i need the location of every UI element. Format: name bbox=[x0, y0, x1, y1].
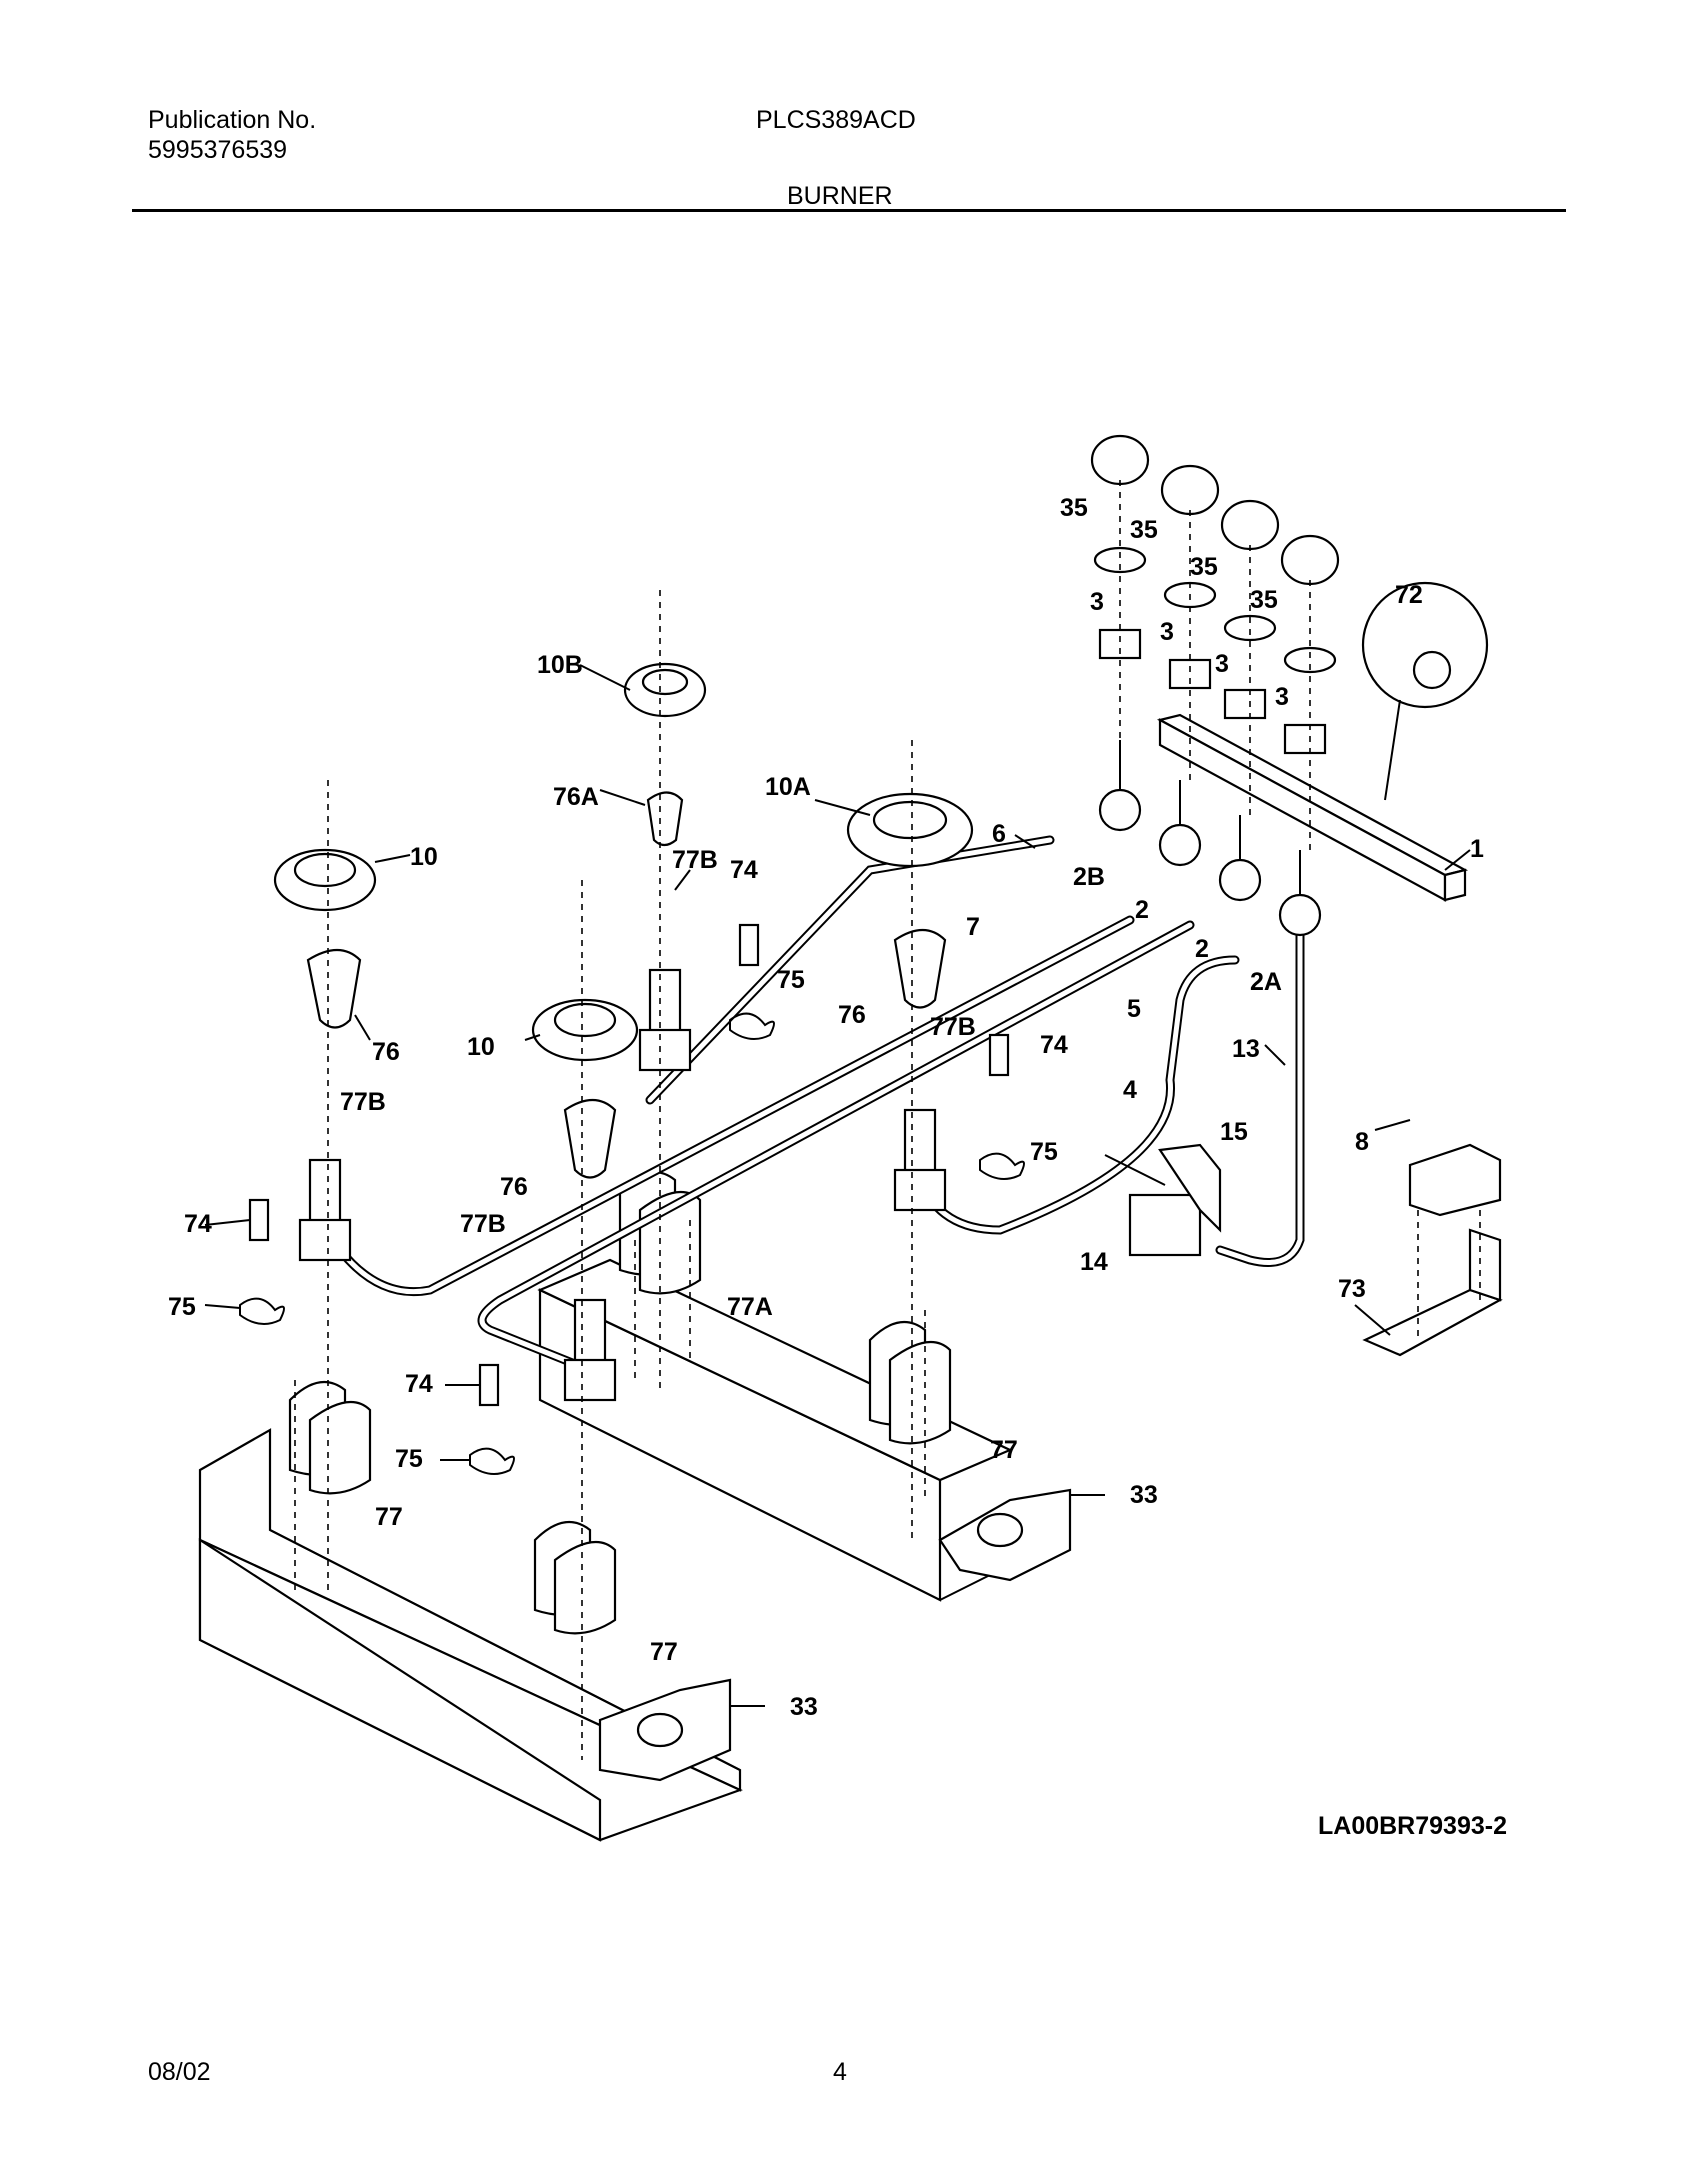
callout-77B: 77B bbox=[672, 846, 718, 874]
callout-15: 15 bbox=[1220, 1118, 1248, 1146]
callout-76: 76 bbox=[838, 1001, 866, 1029]
page-number: 4 bbox=[833, 2058, 847, 2086]
leader-lines bbox=[204, 664, 1471, 1707]
air-shutters bbox=[306, 791, 947, 1179]
bezels bbox=[1093, 546, 1337, 674]
callout-77B: 77B bbox=[930, 1013, 976, 1041]
callout-33: 33 bbox=[1130, 1481, 1158, 1509]
callout-35: 35 bbox=[1190, 553, 1218, 581]
callout-75: 75 bbox=[777, 966, 805, 994]
callout-73: 73 bbox=[1338, 1275, 1366, 1303]
callout-72: 72 bbox=[1395, 581, 1423, 609]
bracket-73 bbox=[1362, 1228, 1503, 1357]
callout-6: 6 bbox=[992, 820, 1006, 848]
igniters bbox=[248, 923, 1010, 1407]
callout-3: 3 bbox=[1160, 618, 1174, 646]
callout-75: 75 bbox=[168, 1293, 196, 1321]
header-divider bbox=[132, 209, 1566, 212]
bracket-33-front bbox=[598, 1678, 732, 1782]
callout-75: 75 bbox=[395, 1445, 423, 1473]
heat-shield-77-right bbox=[868, 1320, 952, 1445]
callout-2: 2 bbox=[1135, 896, 1149, 924]
heat-shield-77-left bbox=[288, 1380, 372, 1495]
callout-35: 35 bbox=[1130, 516, 1158, 544]
callout-7: 7 bbox=[966, 913, 980, 941]
callouts: 1 2 2 2A 2B 3 3 3 3 4 5 6 7 8 10 10 10A … bbox=[168, 494, 1484, 1721]
diagram-code: LA00BR79393-2 bbox=[1318, 1812, 1507, 1840]
callout-2: 2 bbox=[1195, 935, 1209, 963]
model-number: PLCS389ACD bbox=[756, 106, 916, 134]
callout-2A: 2A bbox=[1250, 968, 1282, 996]
gas-tubes bbox=[335, 835, 1305, 1375]
callout-77A: 77A bbox=[727, 1293, 773, 1321]
center-lines bbox=[294, 480, 1481, 1760]
callout-13: 13 bbox=[1232, 1035, 1260, 1063]
callout-3: 3 bbox=[1090, 588, 1104, 616]
burner-head-10-left bbox=[273, 848, 377, 912]
callout-10B: 10B bbox=[537, 651, 583, 679]
callout-74: 74 bbox=[730, 856, 758, 884]
callout-1: 1 bbox=[1470, 835, 1484, 863]
callout-10: 10 bbox=[410, 843, 438, 871]
callout-4: 4 bbox=[1123, 1076, 1137, 1104]
manifold bbox=[1156, 713, 1469, 902]
callout-76: 76 bbox=[372, 1038, 400, 1066]
heat-shield-77-front bbox=[533, 1520, 617, 1635]
burner-head-10A bbox=[846, 792, 974, 868]
callout-5: 5 bbox=[1127, 995, 1141, 1023]
callout-10A: 10A bbox=[765, 773, 811, 801]
callout-10: 10 bbox=[467, 1033, 495, 1061]
publication-label: Publication No. bbox=[148, 106, 317, 134]
callout-3: 3 bbox=[1215, 650, 1229, 678]
callout-74: 74 bbox=[1040, 1031, 1068, 1059]
regulator bbox=[1128, 1143, 1222, 1257]
bracket-33-back bbox=[938, 1488, 1072, 1582]
publication-number: 5995376539 bbox=[148, 136, 288, 164]
callout-77: 77 bbox=[650, 1638, 678, 1666]
callout-75: 75 bbox=[1030, 1138, 1058, 1166]
callout-35: 35 bbox=[1250, 586, 1278, 614]
section-title: BURNER bbox=[787, 182, 893, 210]
callout-77: 77 bbox=[375, 1503, 403, 1531]
callout-3: 3 bbox=[1275, 683, 1289, 711]
valves bbox=[1098, 740, 1322, 937]
screw-detail-72 bbox=[1361, 581, 1489, 801]
callout-2B: 2B bbox=[1073, 863, 1105, 891]
spark-module bbox=[1408, 1143, 1502, 1217]
callout-14: 14 bbox=[1080, 1248, 1108, 1276]
callout-77B: 77B bbox=[340, 1088, 386, 1116]
callout-77B: 77B bbox=[460, 1210, 506, 1238]
knobs bbox=[1090, 434, 1340, 586]
callout-8: 8 bbox=[1355, 1128, 1369, 1156]
callout-77: 77 bbox=[990, 1436, 1018, 1464]
footer-date: 08/02 bbox=[148, 2058, 211, 2086]
callout-74: 74 bbox=[405, 1370, 433, 1398]
clips bbox=[239, 1012, 1025, 1475]
callout-35: 35 bbox=[1060, 494, 1088, 522]
burner-head-10-center bbox=[531, 998, 639, 1062]
callout-74: 74 bbox=[184, 1210, 212, 1238]
burner-bases bbox=[298, 968, 947, 1402]
burner-head-10B bbox=[623, 662, 707, 718]
callout-76: 76 bbox=[500, 1173, 528, 1201]
callout-76A: 76A bbox=[553, 783, 599, 811]
callout-33: 33 bbox=[790, 1693, 818, 1721]
